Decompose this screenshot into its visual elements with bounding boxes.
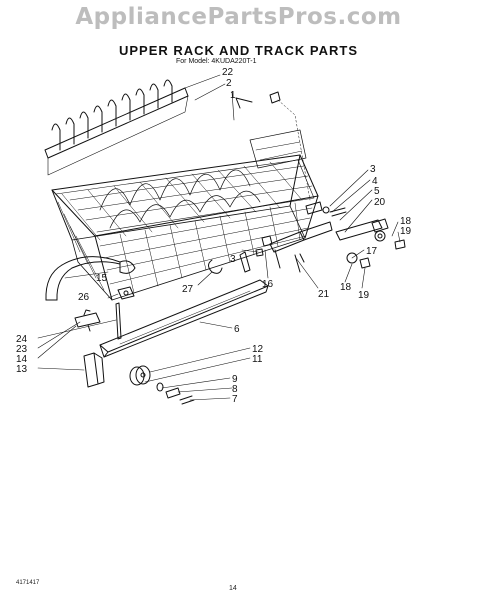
callout-6: 6 — [234, 324, 240, 335]
footer-page-number: 14 — [229, 585, 237, 592]
callout-17: 17 — [366, 246, 378, 257]
callout-7: 7 — [232, 394, 238, 405]
lower-wheel-assembly — [129, 365, 195, 405]
callout-16: 16 — [262, 279, 274, 290]
callout-18: 18 — [400, 216, 412, 227]
diagram-title: UPPER RACK AND TRACK PARTS — [118, 43, 359, 58]
callout-8: 8 — [232, 384, 238, 395]
leader-lines — [37, 74, 401, 401]
callout-3: 3 — [370, 164, 376, 175]
callout-1: 1 — [230, 90, 236, 101]
callout-21: 21 — [318, 289, 330, 300]
left-small-parts — [74, 286, 135, 388]
track-rail — [99, 279, 269, 358]
watermark: AppliancePartsPros.com — [75, 4, 402, 30]
callout-labels: 22 2 1 3 4 5 20 18 19 3 17 16 21 18 19 1… — [16, 67, 412, 405]
callout-20: 20 — [374, 197, 386, 208]
callout-22: 22 — [222, 67, 234, 78]
callout-2: 2 — [226, 78, 232, 89]
callout-18: 18 — [340, 282, 352, 293]
footer-part-code: 4171417 — [16, 580, 40, 586]
callout-3: 3 — [230, 254, 236, 265]
model-subtitle: For Model: 4KUDA220T-1 — [176, 58, 257, 65]
callout-12: 12 — [252, 344, 264, 355]
callout-4: 4 — [372, 176, 378, 187]
callout-27: 27 — [182, 284, 194, 295]
callout-19: 19 — [358, 290, 370, 301]
callout-23: 23 — [16, 344, 28, 355]
right-track-parts — [235, 91, 406, 273]
callout-9: 9 — [232, 374, 238, 385]
callout-11: 11 — [252, 354, 263, 365]
callout-15: 15 — [96, 273, 108, 284]
callout-19: 19 — [400, 226, 412, 237]
callout-14: 14 — [16, 354, 28, 365]
callout-26: 26 — [78, 292, 90, 303]
callout-5: 5 — [374, 186, 380, 197]
upper-rack-basket — [51, 129, 319, 301]
callout-13: 13 — [16, 364, 28, 375]
cup-shelf — [44, 79, 189, 176]
callout-24: 24 — [16, 334, 28, 345]
left-hose — [45, 256, 136, 301]
